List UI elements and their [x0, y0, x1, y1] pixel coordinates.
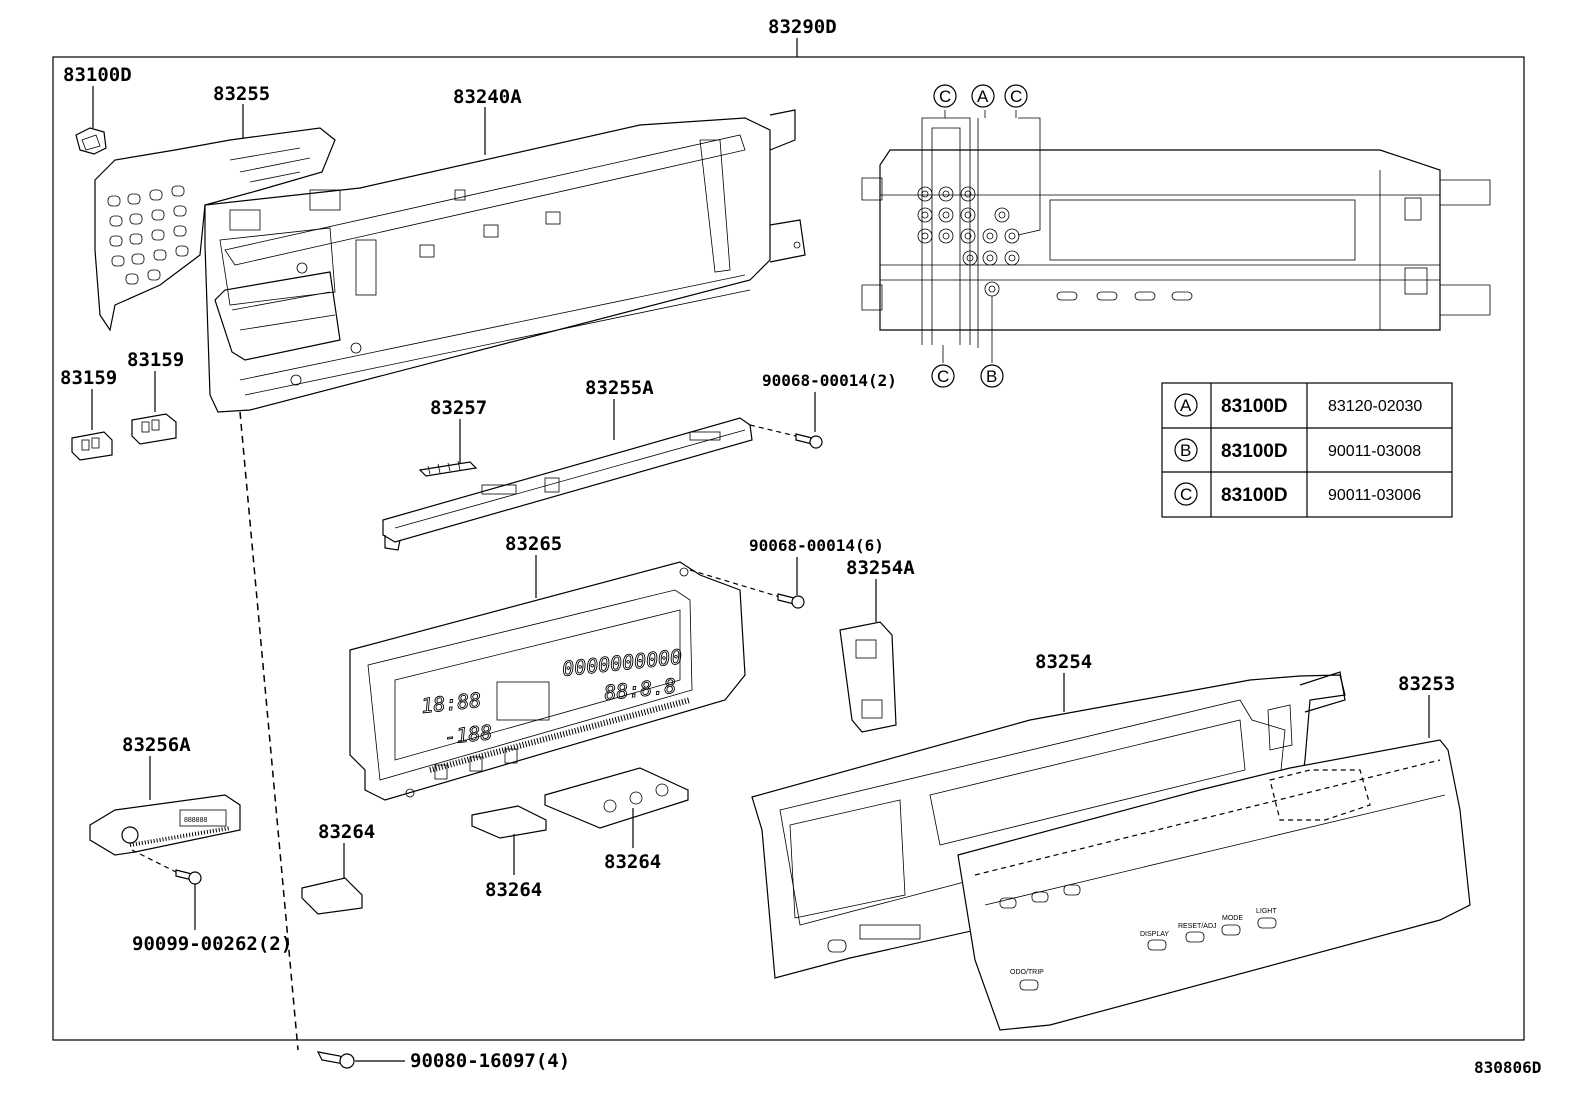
label-83257: 83257	[430, 397, 487, 419]
callout-c-top-right: C	[1004, 84, 1028, 108]
button-label-mode: MODE	[1222, 915, 1243, 922]
label-83159-left: 83159	[60, 367, 117, 389]
label-83256A: 83256A	[122, 734, 191, 756]
svg-text:A: A	[1180, 396, 1192, 415]
table-row: C 83100D 90011-03006	[1174, 482, 1421, 506]
svg-text:83100D: 83100D	[1221, 441, 1288, 462]
svg-text:B: B	[986, 367, 997, 386]
part-83264-b	[471, 805, 547, 839]
label-83254A: 83254A	[846, 557, 915, 579]
svg-text:83100D: 83100D	[1221, 485, 1288, 506]
label-83290D: 83290D	[768, 16, 837, 38]
callout-b-bottom: B	[980, 364, 1004, 388]
svg-text:90011-03008: 90011-03008	[1328, 443, 1421, 460]
part-83240A-housing	[204, 109, 806, 413]
svg-text:C: C	[937, 367, 949, 386]
part-83255-circuit-plate	[94, 127, 336, 332]
svg-text:C: C	[1010, 87, 1022, 106]
label-83264-a: 83264	[318, 821, 375, 843]
svg-text:C: C	[939, 87, 951, 106]
label-83159-right: 83159	[127, 349, 184, 371]
svg-text:90011-03006: 90011-03006	[1328, 487, 1421, 504]
label-90099: 90099-00262(2)	[132, 933, 292, 955]
label-83100D: 83100D	[63, 64, 132, 86]
label-83264-b: 83264	[485, 879, 542, 901]
part-83264-a	[301, 877, 363, 915]
part-83100D-clip	[75, 127, 107, 155]
svg-text:83100D: 83100D	[1221, 396, 1288, 417]
table-row: B 83100D 90011-03008	[1174, 438, 1421, 462]
part-90080-screw	[316, 1051, 355, 1069]
part-83255A-board	[382, 417, 753, 551]
label-83255A: 83255A	[585, 377, 654, 399]
assembly-frame	[52, 56, 1525, 1041]
label-90068-6: 90068-00014(6)	[749, 536, 884, 555]
label-83240A: 83240A	[453, 86, 522, 108]
svg-text:C: C	[1180, 485, 1192, 504]
screw-legend-table: A 83100D 83120-02030 B 83100D 90011-0300…	[1161, 382, 1453, 518]
table-row: A 83100D 83120-02030	[1174, 393, 1422, 417]
label-83265: 83265	[505, 533, 562, 555]
part-83264-c	[544, 767, 689, 829]
label-90068-2: 90068-00014(2)	[762, 371, 897, 390]
button-label-display: DISPLAY	[1140, 931, 1169, 938]
label-83254: 83254	[1035, 651, 1092, 673]
label-90080: 90080-16097(4)	[410, 1050, 570, 1072]
part-83257-strip	[418, 460, 478, 477]
figure-code: 830806D	[1474, 1058, 1541, 1077]
callout-a-top: A	[971, 84, 995, 108]
callout-c-bottom: C	[931, 364, 955, 388]
part-83256A-module	[89, 794, 241, 856]
part-83254A-bracket	[839, 621, 897, 733]
part-90099-screw	[175, 869, 202, 885]
part-83159-connector-left	[71, 431, 113, 461]
label-83255: 83255	[213, 83, 270, 105]
part-83265-display	[349, 561, 746, 801]
rear-view-panel	[861, 110, 1491, 363]
part-90068-screw-b	[777, 593, 805, 609]
callout-c-top-left: C	[933, 84, 957, 108]
label-83264-c: 83264	[604, 851, 661, 873]
svg-text:83120-02030: 83120-02030	[1328, 398, 1422, 415]
label-83253: 83253	[1398, 673, 1455, 695]
svg-text:A: A	[977, 87, 989, 106]
part-83159-connector-right	[131, 413, 177, 445]
part-83254-cluster-panel	[751, 671, 1346, 979]
part-90068-screw-a	[795, 433, 823, 449]
display-temp: -188	[443, 720, 493, 749]
part-83253-face-lens	[957, 739, 1471, 1031]
button-label-reset: RESET/ADJ	[1178, 923, 1217, 930]
module-digits: 888888	[184, 817, 207, 824]
button-label-light: LIGHT	[1256, 908, 1277, 915]
button-label-odo: ODO/TRIP	[1010, 969, 1044, 976]
svg-text:B: B	[1180, 441, 1191, 460]
